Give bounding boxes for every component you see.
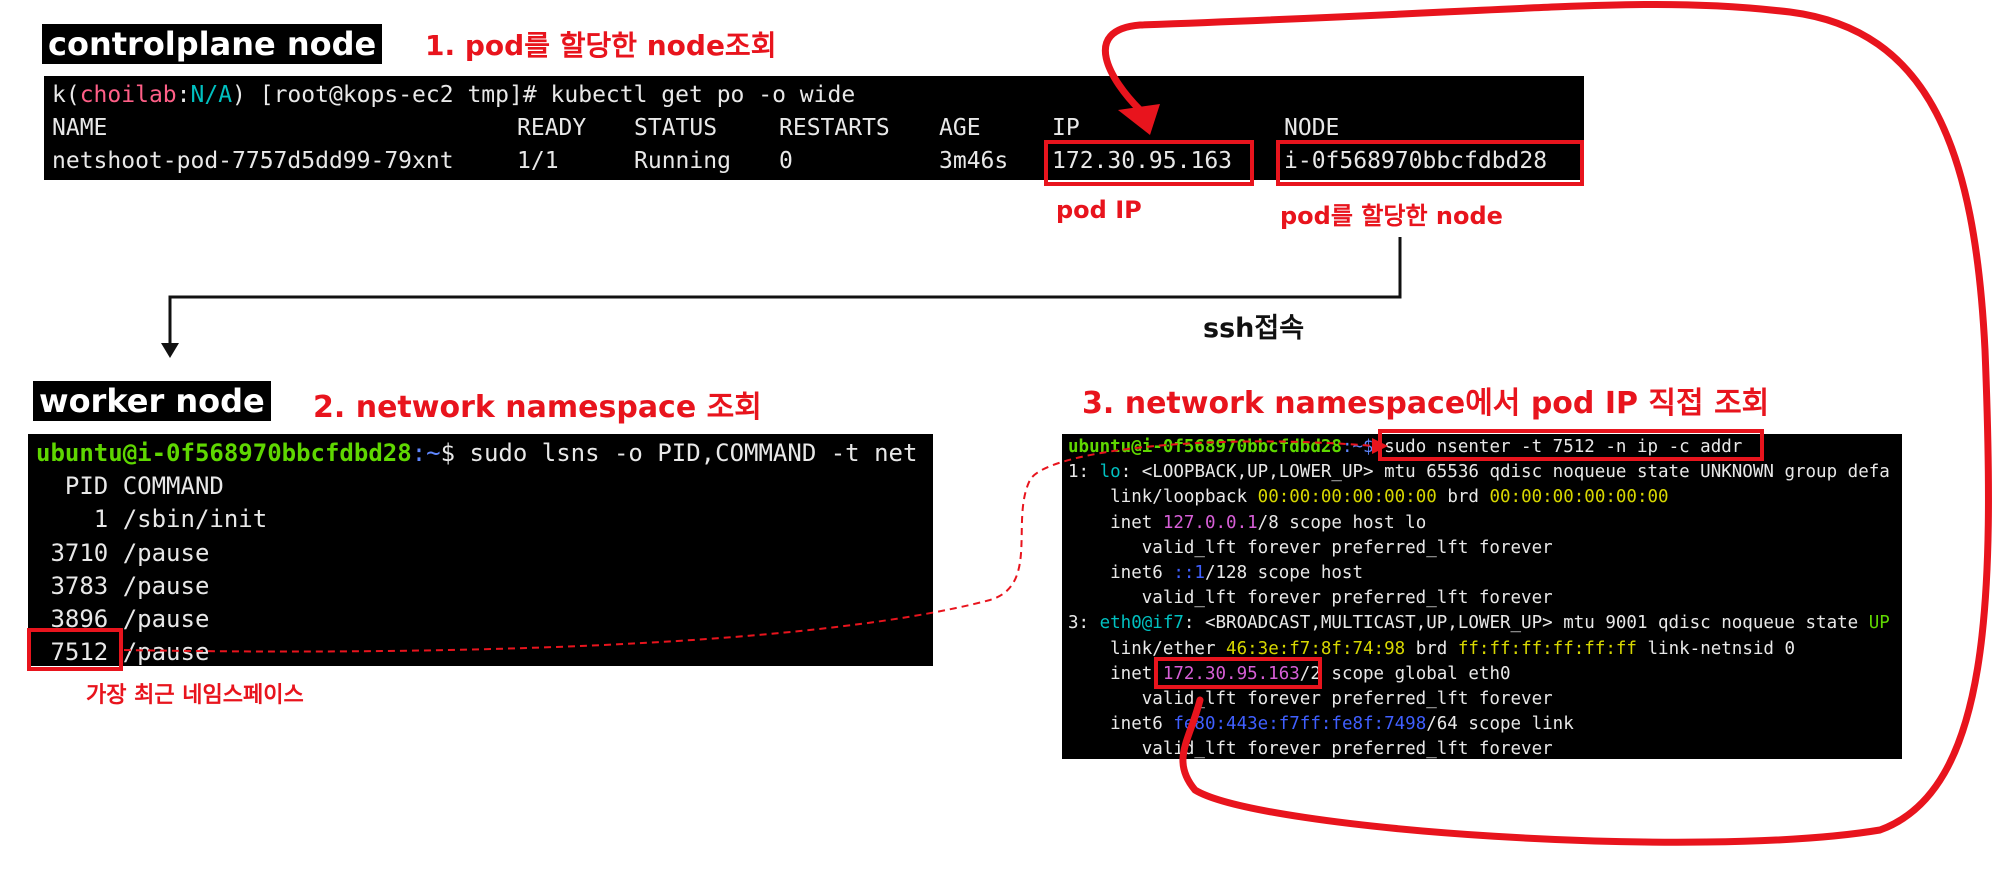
- addr-line: valid_lft forever preferred_lft forever: [1068, 689, 1553, 710]
- namespace-link-dashed-line: [123, 440, 1376, 653]
- col-ip-header: IP: [1052, 115, 1080, 141]
- addr-line: valid_lft forever preferred_lft forever: [1068, 739, 1553, 759]
- worker-node-tag: worker node: [33, 381, 271, 421]
- pod-name-cell: netshoot-pod-7757d5dd99-79xnt: [52, 148, 454, 174]
- addr-line: 3: eth0@if7: <BROADCAST,MULTICAST,UP,LOW…: [1068, 613, 1890, 634]
- addr-line: link/ether 46:3e:f7:8f:74:98 brd ff:ff:f…: [1068, 638, 1796, 659]
- col-ready-header: READY: [517, 115, 587, 141]
- addr-line: 1: lo: <LOOPBACK,UP,LOWER_UP> mtu 65536 …: [1068, 462, 1890, 483]
- latest-pid-highlight: [27, 628, 123, 671]
- pod-table-header: NAME READY STATUS RESTARTS AGE IP NODE: [52, 112, 1576, 145]
- pod-ip-loop-arrowhead: [1118, 104, 1160, 135]
- lsns-row: 3783 /pause: [36, 571, 210, 600]
- col-status-header: STATUS: [634, 115, 718, 141]
- ssh-arrowhead: [161, 343, 179, 358]
- addr-line: inet 172.30.95.163/2 scope global eth0: [1068, 663, 1511, 684]
- col-restarts-header: RESTARTS: [779, 115, 890, 141]
- pod-ip-highlight: [1044, 140, 1254, 186]
- pod-node-label: pod를 할당한 node: [1280, 202, 1503, 230]
- pod-ip-label: pod IP: [1056, 196, 1142, 224]
- nsenter-command-line: ubuntu@i-0f568970bbcfdbd28:~$ sudo nsent…: [1068, 437, 1743, 457]
- lsns-command-line: ubuntu@i-0f568970bbcfdbd28:~$ sudo lsns …: [36, 439, 918, 467]
- pod-ready-cell: 1/1: [517, 148, 559, 174]
- pod-ip-loop-arrow: [1102, 0, 1992, 846]
- lsns-row: 7512 /pause: [36, 638, 210, 666]
- addr-line: inet6 ::1/128 scope host: [1068, 563, 1364, 584]
- lsns-row: 3896 /pause: [36, 605, 210, 634]
- lsns-row: 1 /sbin/init: [36, 505, 268, 534]
- pod-age-cell: 3m46s: [939, 148, 1009, 174]
- col-node-header: NODE: [1284, 115, 1340, 141]
- pod-node-highlight: [1276, 140, 1584, 186]
- col-age-header: AGE: [939, 115, 981, 141]
- step1-label: 1. pod를 할당한 node조회: [425, 29, 777, 62]
- controlplane-node-tag: controlplane node: [42, 24, 383, 64]
- addr-line: link/loopback 00:00:00:00:00:00 brd 00:0…: [1068, 487, 1669, 508]
- addr-line: valid_lft forever preferred_lft forever: [1068, 588, 1553, 609]
- col-name-header: NAME: [52, 115, 108, 141]
- latest-namespace-label: 가장 최근 네임스페이스: [86, 683, 304, 708]
- eth0-ip-highlight: [1154, 657, 1322, 689]
- ssh-connector-arrow: [168, 237, 1402, 350]
- step3-label: 3. network namespace에서 pod IP 직접 조회: [1082, 386, 1770, 421]
- ssh-connection-label: ssh접속: [1203, 313, 1305, 344]
- kubectl-command-line: k(choilab:N/A) [root@kops-ec2 tmp]# kube…: [52, 82, 856, 108]
- pod-table-row: netshoot-pod-7757d5dd99-79xnt 1/1 Running 0…: [52, 145, 1576, 178]
- pod-node-cell: i-0f568970bbcfdbd28: [1284, 148, 1548, 174]
- pod-ip-cell: 172.30.95.163: [1052, 148, 1233, 174]
- namespace-link-arrowhead: [1372, 438, 1388, 454]
- lsns-header: PID COMMAND: [36, 472, 224, 501]
- addr-line: inet 127.0.0.1/8 scope host lo: [1068, 512, 1427, 533]
- controlplane-terminal[interactable]: k(choilab:N/A) [root@kops-ec2 tmp]# kube…: [44, 76, 1584, 180]
- step2-label: 2. network namespace 조회: [313, 390, 762, 425]
- lsns-row: 3710 /pause: [36, 538, 210, 567]
- addr-line: valid_lft forever preferred_lft forever: [1068, 537, 1553, 558]
- pod-restarts-cell: 0: [779, 148, 793, 174]
- worker-terminal[interactable]: ubuntu@i-0f568970bbcfdbd28:~$ sudo lsns …: [28, 434, 933, 666]
- pod-status-cell: Running: [634, 148, 731, 174]
